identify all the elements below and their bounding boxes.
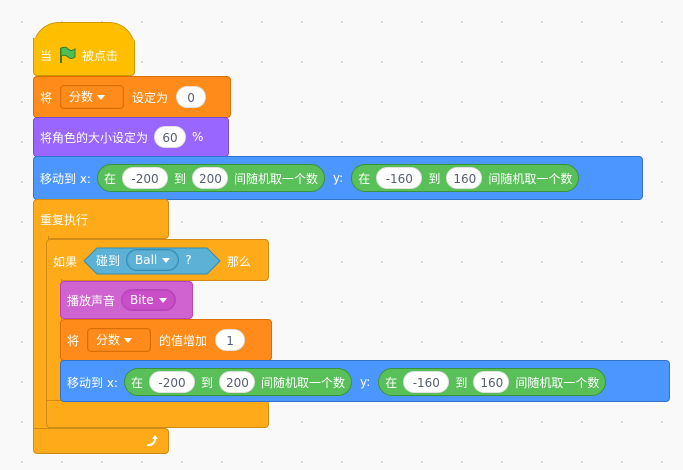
pick-random-label: 间随机取一个数 bbox=[488, 171, 573, 186]
when-flag-clicked-block[interactable]: 当 被点击 bbox=[33, 38, 135, 76]
change-prefix: 将 bbox=[67, 333, 80, 348]
y-label: y: bbox=[333, 171, 344, 185]
green-flag-icon bbox=[60, 46, 76, 63]
if-label: 如果 bbox=[53, 254, 78, 269]
set-prefix: 将 bbox=[40, 90, 53, 105]
change-by-label: 的值增加 bbox=[159, 333, 208, 348]
go-to-label: 移动到 x: bbox=[67, 375, 118, 390]
dropdown-caret-icon bbox=[158, 297, 167, 303]
go-to-xy-block[interactable]: 移动到 x: 在 -200 到 200 间随机取一个数 y: 在 -160 到 … bbox=[60, 360, 670, 402]
go-to-xy-block[interactable]: 移动到 x: 在 -200 到 200 间随机取一个数 y: 在 -160 到 … bbox=[33, 156, 643, 200]
pick-in-label: 在 bbox=[358, 171, 371, 186]
forever-label: 重复执行 bbox=[40, 213, 89, 227]
variable-dropdown[interactable]: 分数 bbox=[60, 85, 125, 109]
set-value-input[interactable]: 0 bbox=[176, 86, 207, 108]
change-value-input[interactable]: 1 bbox=[215, 329, 246, 351]
play-sound-label: 播放声音 bbox=[67, 293, 116, 308]
touching-object-dropdown[interactable]: Ball bbox=[126, 249, 180, 271]
variable-name: 分数 bbox=[96, 333, 121, 347]
pick-to-label: 到 bbox=[428, 171, 441, 186]
question-mark: ? bbox=[185, 253, 192, 267]
sound-name: Bite bbox=[130, 293, 154, 307]
random-x-to-input[interactable]: 200 bbox=[219, 371, 255, 393]
variable-dropdown[interactable]: 分数 bbox=[87, 328, 152, 352]
random-y-reporter[interactable]: 在 -160 到 160 间随机取一个数 bbox=[351, 164, 580, 192]
if-then-block-top[interactable]: 如果 那么 碰到 Ball ? bbox=[46, 239, 269, 281]
play-sound-block[interactable]: 播放声音 Bite bbox=[60, 281, 193, 319]
percent-label: % bbox=[192, 130, 204, 144]
pick-in-label: 在 bbox=[130, 375, 143, 390]
loop-arrow-icon bbox=[146, 435, 158, 447]
sound-dropdown[interactable]: Bite bbox=[121, 289, 176, 311]
random-y-to-input[interactable]: 160 bbox=[473, 371, 510, 393]
pick-to-label: 到 bbox=[173, 171, 186, 186]
y-label: y: bbox=[360, 375, 371, 389]
pick-in-label: 在 bbox=[103, 171, 116, 186]
random-y-from-input[interactable]: -160 bbox=[376, 167, 423, 189]
forever-block-bottom[interactable] bbox=[33, 428, 169, 454]
random-x-reporter[interactable]: 在 -200 到 200 间随机取一个数 bbox=[96, 164, 326, 192]
change-variable-block[interactable]: 将 分数 的值增加 1 bbox=[60, 319, 272, 361]
pick-random-label: 间随机取一个数 bbox=[261, 375, 346, 390]
go-to-label: 移动到 x: bbox=[40, 171, 91, 186]
if-then-block-bottom[interactable] bbox=[46, 400, 269, 428]
set-variable-block[interactable]: 将 分数 设定为 0 bbox=[33, 76, 231, 118]
pick-to-label: 到 bbox=[200, 375, 213, 390]
random-y-reporter[interactable]: 在 -160 到 160 间随机取一个数 bbox=[378, 368, 607, 396]
size-value-input[interactable]: 60 bbox=[154, 126, 187, 148]
pick-random-label: 间随机取一个数 bbox=[234, 171, 319, 186]
clicked-label: 被点击 bbox=[82, 48, 119, 63]
pick-in-label: 在 bbox=[385, 375, 398, 390]
dropdown-caret-icon bbox=[97, 94, 106, 100]
set-to-label: 设定为 bbox=[132, 90, 169, 105]
random-x-from-input[interactable]: -200 bbox=[121, 167, 168, 189]
forever-block-top[interactable]: 重复执行 bbox=[33, 199, 169, 239]
dropdown-caret-icon bbox=[124, 337, 133, 343]
random-y-from-input[interactable]: -160 bbox=[403, 371, 450, 393]
set-size-label: 将角色的大小设定为 bbox=[40, 130, 149, 145]
random-x-reporter[interactable]: 在 -200 到 200 间随机取一个数 bbox=[123, 368, 353, 396]
set-size-block[interactable]: 将角色的大小设定为 60 % bbox=[33, 117, 229, 157]
touching-object-name: Ball bbox=[135, 253, 158, 267]
touching-label: 碰到 bbox=[96, 253, 121, 268]
pick-to-label: 到 bbox=[455, 375, 468, 390]
when-label: 当 bbox=[40, 48, 53, 63]
dropdown-caret-icon bbox=[162, 257, 171, 263]
pick-random-label: 间随机取一个数 bbox=[515, 375, 600, 390]
variable-name: 分数 bbox=[69, 90, 94, 104]
random-x-from-input[interactable]: -200 bbox=[148, 371, 195, 393]
then-label: 那么 bbox=[227, 254, 252, 269]
random-x-to-input[interactable]: 200 bbox=[192, 167, 228, 189]
random-y-to-input[interactable]: 160 bbox=[446, 167, 483, 189]
